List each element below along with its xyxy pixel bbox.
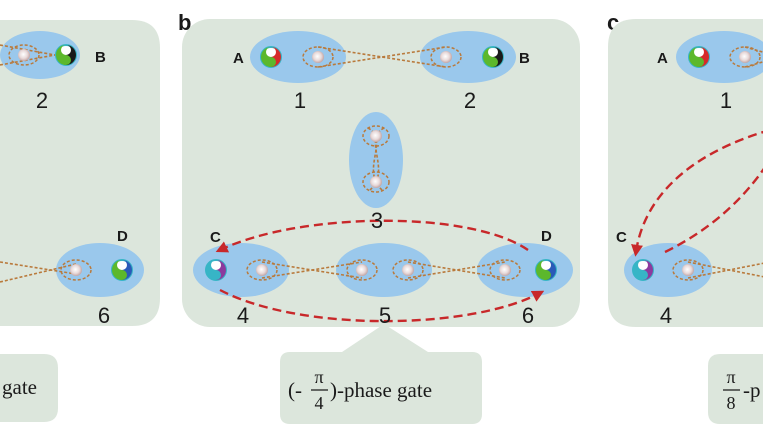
ions-b: [246, 46, 521, 281]
entanglement-link: [0, 54, 56, 66]
panel-letter-b: b: [178, 10, 191, 35]
gate-fraction-denominator: 8: [727, 393, 736, 413]
panel-c: c A C 1 4 π: [607, 10, 763, 424]
entanglement-link: [407, 261, 506, 279]
site-d-label: D: [117, 228, 128, 245]
site-6-trap: [477, 243, 573, 297]
qubit-b: [55, 44, 77, 66]
gate-fraction-denominator: 4: [315, 393, 324, 413]
site-1-trap: [676, 31, 763, 83]
site-c-label: C: [616, 229, 627, 246]
site-2-number: 2: [464, 88, 476, 113]
ion: [70, 264, 82, 276]
entanglement-link: [0, 263, 77, 283]
site-2-trap: [420, 31, 516, 83]
qubit-d: [111, 259, 133, 281]
ion-pair-outline: [60, 259, 92, 281]
site-5-number: 5: [379, 303, 391, 328]
site-a-label: A: [657, 50, 668, 67]
gate-box-b: [280, 324, 482, 424]
site-2-trap: [0, 31, 80, 79]
qubit-a: [260, 46, 282, 68]
ions-c: [672, 46, 761, 281]
entanglement-link: [317, 46, 447, 68]
qubit-a: [688, 46, 710, 68]
gate-fraction-numerator: π: [726, 367, 735, 387]
qubit-b: [482, 46, 504, 68]
transport-arrow-into-c: [631, 130, 763, 257]
qubit-c: [205, 259, 227, 281]
qubit-d: [535, 259, 557, 281]
panel-b: b: [178, 10, 580, 424]
site-3-trap: [349, 112, 403, 208]
gate-box-c: [708, 354, 763, 424]
entanglement-link: [0, 261, 77, 275]
site-1-trap: [250, 31, 346, 83]
transport-arrow-c-to-d: [219, 288, 545, 323]
gate-prefix: (-: [288, 378, 302, 402]
entanglement-link: [261, 261, 363, 279]
site-4-number: 4: [660, 303, 672, 328]
gate-label-b: (- π 4 )-phase gate: [288, 367, 432, 413]
entanglement-link: [687, 262, 763, 279]
gate-fraction-numerator: π: [314, 367, 323, 387]
site-d-label: D: [541, 228, 552, 245]
gate-label-a: gate: [2, 375, 37, 399]
qubit-c: [632, 259, 654, 281]
entanglement-link: [744, 46, 763, 53]
ion: [18, 49, 30, 61]
gate-suffix: )-phase gate: [330, 378, 432, 402]
site-6-number: 6: [522, 303, 534, 328]
site-6-trap: [56, 243, 144, 297]
entanglement-link: [0, 44, 56, 56]
transport-arrow-d-to-c: [215, 219, 529, 253]
site-1-number: 1: [720, 88, 732, 113]
site-4-trap: [624, 243, 712, 297]
site-a-label: A: [233, 50, 244, 67]
entanglement-link: [744, 61, 763, 68]
site-5-trap: [336, 243, 432, 297]
site-c-label: C: [210, 229, 221, 246]
site-b-label: B: [95, 49, 106, 66]
site-4-number: 4: [237, 303, 249, 328]
site-2-number: 2: [36, 88, 48, 113]
gate-suffix: -p: [743, 378, 761, 402]
site-1-number: 1: [294, 88, 306, 113]
entanglement-link: [317, 46, 447, 68]
site-b-label: B: [519, 50, 530, 67]
site-3-number: 3: [371, 208, 383, 233]
site-4-trap: [193, 243, 289, 297]
gate-box-a: [0, 354, 58, 422]
site-6-number: 6: [98, 303, 110, 328]
ion-pair-outline: [8, 44, 40, 66]
entanglement-link: [407, 261, 506, 279]
panel-a: B 2 D 6 gate: [0, 20, 160, 422]
gate-label-c: π 8 -p: [723, 367, 761, 413]
